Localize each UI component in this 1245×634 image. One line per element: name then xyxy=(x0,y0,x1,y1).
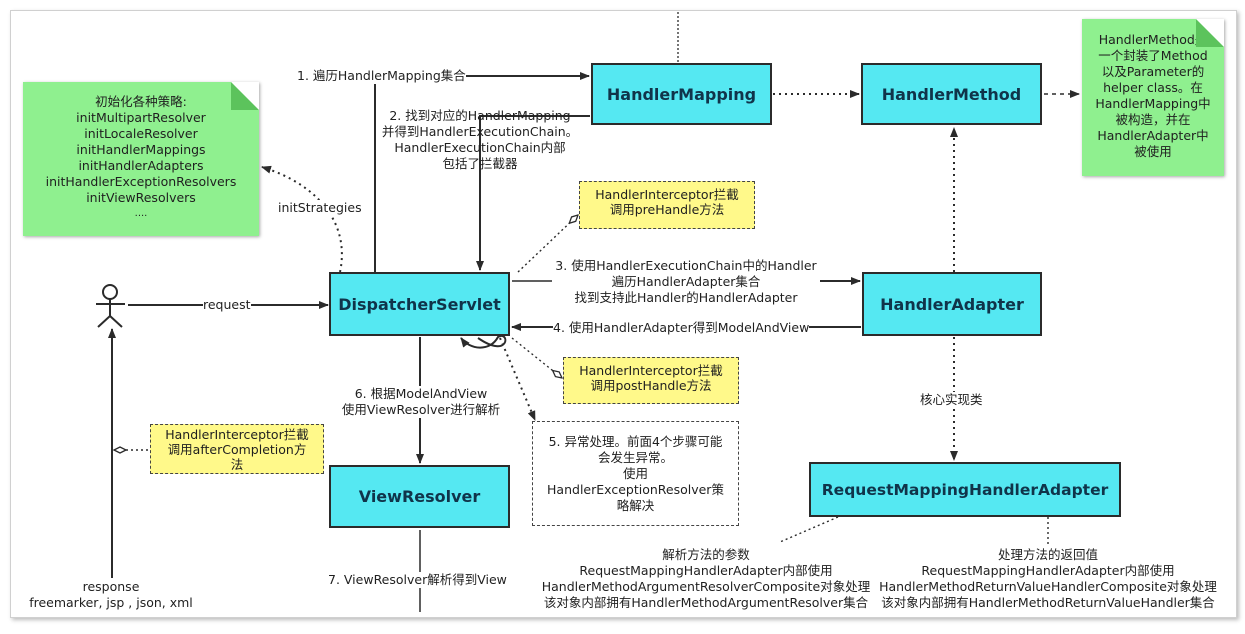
note-line: 使用 xyxy=(622,466,648,481)
note-line: initViewResolvers xyxy=(86,190,196,205)
step7-label: 7. ViewResolver解析得到View xyxy=(328,572,507,588)
exception-handling-note: 5. 异常处理。前面4个步骤可能 会发生异常。 使用 HandlerExcept… xyxy=(532,421,739,526)
note-line: initHandlerAdapters xyxy=(78,158,204,173)
label-line: 找到支持此Handler的HandlerAdapter xyxy=(574,290,798,305)
label-line: HandlerMethodArgumentResolverComposite对象… xyxy=(541,579,871,594)
note-line: 一个封装了Method xyxy=(1098,48,1208,63)
note-line: 调用preHandle方法 xyxy=(609,202,725,217)
link-prehandle xyxy=(517,215,578,273)
init-strategies-note: 初始化各种策略: initMultipartResolver initLocal… xyxy=(23,82,259,236)
label-line: 该对象内部拥有HandlerMethodArgumentResolver集合 xyxy=(543,595,869,610)
request-mapping-handler-adapter-box: RequestMappingHandlerAdapter xyxy=(809,462,1121,517)
label-line: response xyxy=(82,579,140,594)
label-line: 遍历HandlerAdapter集合 xyxy=(611,274,761,289)
note-line: HandlerAdapter中 xyxy=(1097,128,1209,143)
handle-return-label: 处理方法的返回值 RequestMappingHandlerAdapter内部使… xyxy=(874,547,1222,611)
core-impl-label: 核心实现类 xyxy=(920,392,983,408)
step4-label: 4. 使用HandlerAdapter得到ModelAndView xyxy=(553,320,810,336)
handler-adapter-box: HandlerAdapter xyxy=(862,272,1042,336)
note-line: helper class。在 xyxy=(1103,80,1203,95)
note-line: 5. 异常处理。前面4个步骤可能 xyxy=(548,434,723,449)
note-line: 调用afterCompletion方 xyxy=(167,442,307,457)
dispatcher-servlet-box: DispatcherServlet xyxy=(329,272,510,336)
aftercompletion-interceptor-note: HandlerInterceptor拦截 调用afterCompletion方 … xyxy=(150,424,324,474)
label-line: freemarker, jsp , json, xml xyxy=(29,595,193,610)
step6-label: 6. 根据ModelAndView 使用ViewResolver进行解析 xyxy=(335,386,507,418)
note-line: 以及Parameter的 xyxy=(1101,64,1205,79)
label-line: 使用ViewResolver进行解析 xyxy=(341,402,501,417)
note-line: HandlerInterceptor拦截 xyxy=(579,363,723,378)
note-fold-icon xyxy=(231,82,259,110)
request-label: request xyxy=(203,297,251,313)
note-line: HandlerInterceptor拦截 xyxy=(595,187,739,202)
label-line: RequestMappingHandlerAdapter内部使用 xyxy=(579,563,833,578)
label-line: 解析方法的参数 xyxy=(662,547,750,562)
note-line: 被使用 xyxy=(1134,144,1172,159)
parse-params-label: 解析方法的参数 RequestMappingHandlerAdapter内部使用… xyxy=(533,547,879,611)
handler-method-box: HandlerMethod xyxy=(861,63,1042,125)
init-strategies-label: initStrategies xyxy=(278,200,362,216)
note-line: HandlerExceptionResolver策 xyxy=(547,482,724,497)
note-line: initHandlerExceptionResolvers xyxy=(45,174,237,189)
note-line: 初始化各种策略: xyxy=(95,94,187,109)
note-line: initLocaleResolver xyxy=(84,126,198,141)
label-line: 该对象内部拥有HandlerMethodReturnValueHandler集合 xyxy=(881,595,1215,610)
note-line: 被构造，并在 xyxy=(1115,112,1191,127)
arrow-init-strategies xyxy=(261,165,343,273)
handler-method-note: HandlerMethod是 一个封装了Method 以及Parameter的 … xyxy=(1082,19,1224,176)
note-line: 调用postHandle方法 xyxy=(590,378,712,393)
prehandle-interceptor-note: HandlerInterceptor拦截 调用preHandle方法 xyxy=(579,181,755,229)
user-actor-icon xyxy=(96,284,125,328)
arrow-step2 xyxy=(476,115,590,271)
response-label: response freemarker, jsp , json, xml xyxy=(22,579,200,611)
link-rmha-params xyxy=(779,516,839,543)
handler-mapping-box: HandlerMapping xyxy=(591,63,772,125)
note-line: initHandlerMappings xyxy=(76,142,206,157)
arrow-step1 xyxy=(374,72,590,272)
note-fold-icon xyxy=(1196,19,1224,47)
label-line: 并得到HandlerExecutionChain。 xyxy=(381,124,579,139)
label-line: 处理方法的返回值 xyxy=(997,547,1098,562)
label-line: 包括了拦截器 xyxy=(442,156,518,171)
label-line: 6. 根据ModelAndView xyxy=(354,386,488,401)
label-line: 3. 使用HandlerExecutionChain中的Handler xyxy=(555,258,817,273)
posthandle-interceptor-note: HandlerInterceptor拦截 调用postHandle方法 xyxy=(563,357,739,404)
note-line: HandlerMapping中 xyxy=(1095,96,1211,111)
view-resolver-box: ViewResolver xyxy=(329,465,510,528)
self-loop-arrow xyxy=(460,334,507,349)
step3-label: 3. 使用HandlerExecutionChain中的Handler 遍历Ha… xyxy=(552,258,820,306)
note-line: initMultipartResolver xyxy=(76,110,206,125)
label-line: 2. 找到对应的HandlerMapping xyxy=(389,108,571,123)
note-line: .... xyxy=(134,208,148,219)
note-line: HandlerMethod是 xyxy=(1098,32,1208,47)
note-line: 略解决 xyxy=(616,498,655,513)
step1-label: 1. 遍历HandlerMapping集合 xyxy=(297,68,466,84)
note-line: HandlerInterceptor拦截 xyxy=(165,427,309,442)
note-line: 法 xyxy=(230,457,244,472)
note-line: 会发生异常。 xyxy=(597,450,673,465)
label-line: RequestMappingHandlerAdapter内部使用 xyxy=(921,563,1175,578)
label-line: HandlerExecutionChain内部 xyxy=(394,140,566,155)
step2-label: 2. 找到对应的HandlerMapping 并得到HandlerExecuti… xyxy=(372,108,588,172)
label-line: HandlerMethodReturnValueHandlerComposite… xyxy=(879,579,1217,594)
link-posthandle xyxy=(511,337,562,378)
